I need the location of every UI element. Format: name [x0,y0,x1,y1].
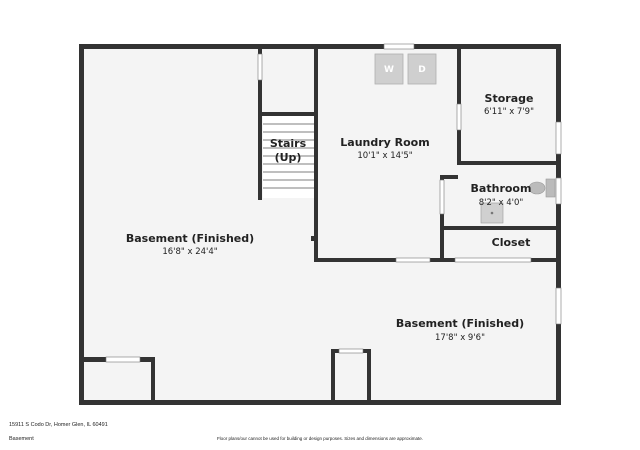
stairs-label-line1: Stairs [270,137,307,150]
room-name-laundry: Laundry Room [340,136,429,149]
dryer-appliance: D [407,53,437,85]
disclaimer-text: Floor plans/our cannot be used for build… [216,436,424,441]
room-dims-laundry: 10'1" x 14'5" [357,151,412,161]
room-name-closet: Closet [492,236,531,249]
room-dims-bathroom: 8'2" x 4'0" [479,198,524,208]
room-name-basement-bottom: Basement (Finished) [396,317,524,330]
floor-area [82,47,558,402]
sink-fixture [480,202,504,224]
room-name-bathroom: Bathroom [471,182,532,195]
windows [105,43,562,363]
room-dims-basement-bottom: 17'8" x 9'6" [435,333,485,343]
washer-appliance: W [374,53,404,85]
floor-level-label: Basement [9,436,34,442]
toilet-fixture [528,178,556,198]
washer-label: W [384,65,394,75]
room-name-storage: Storage [485,92,534,105]
stairs-label-line2: (Up) [275,151,302,164]
room-dims-storage: 6'11" x 7'9" [484,107,534,117]
property-address: 15911 S Codo Dr, Homer Glen, IL 60491 [9,422,108,428]
room-dims-basement-left: 16'8" x 24'4" [162,247,217,257]
dryer-label: D [418,65,425,75]
room-name-basement-left: Basement (Finished) [126,232,254,245]
stair-treads [263,116,315,198]
